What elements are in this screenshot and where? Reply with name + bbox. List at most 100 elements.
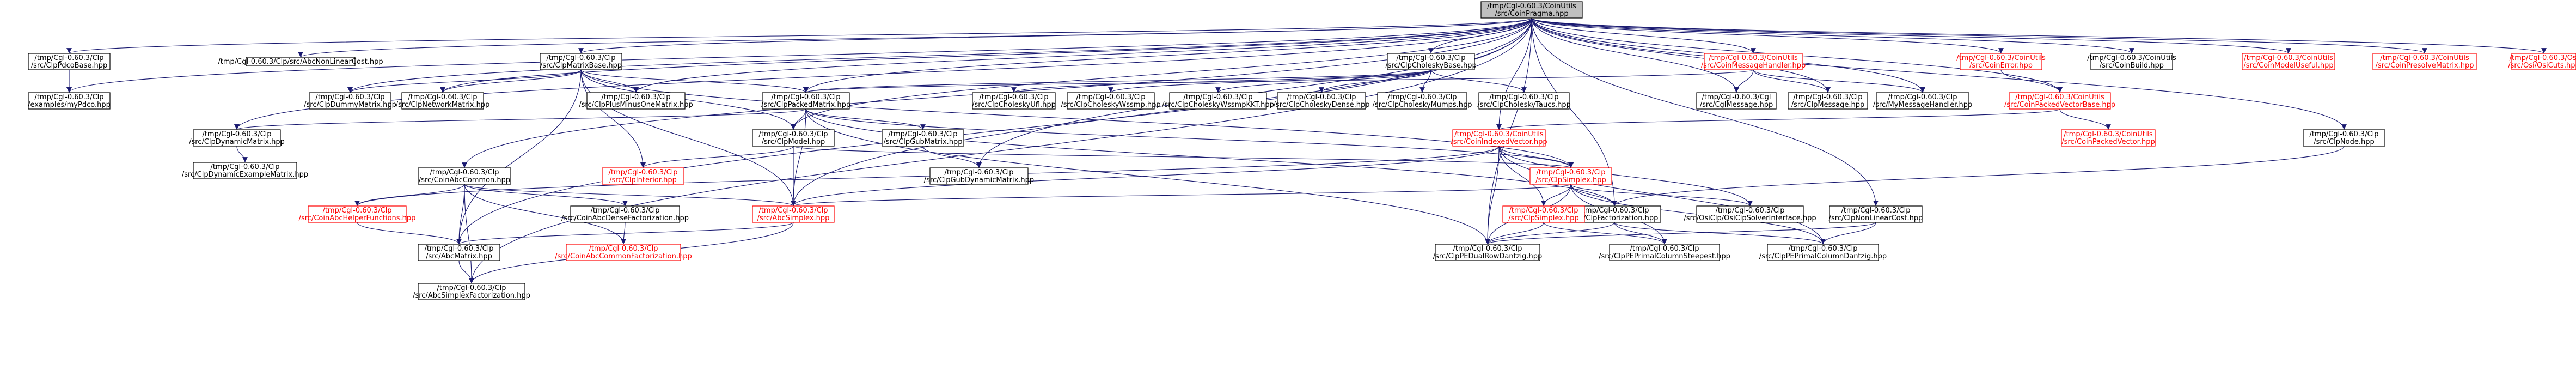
node-label-line: /src/CoinPresolveMatrix.hpp [2375,62,2474,70]
file-node-clpCholWssmp[interactable]: /tmp/Cgl-0.60.3/Clp/src/ClpCholeskyWssmp… [1061,92,1161,110]
file-node-clpDynExample[interactable]: /tmp/Cgl-0.60.3/Clp/src/ClpDynamicExampl… [182,162,308,179]
node-label-line: /tmp/Cgl-0.60.3/Clp [437,284,506,292]
file-node-clpPackedMatrix[interactable]: /tmp/Cgl-0.60.3/Clp/src/ClpPackedMatrix.… [761,92,850,110]
include-edge [1734,69,1754,93]
file-node-coinAbcCommonFact[interactable]: /tmp/Cgl-0.60.3/Clp/src/CoinAbcCommonFac… [555,244,692,261]
file-node-clpMessage[interactable]: /tmp/Cgl-0.60.3/Clp/src/ClpMessage.hpp [1788,92,1868,110]
file-node-clpDynamicMatrix[interactable]: /tmp/Cgl-0.60.3/Clp/src/ClpDynamicMatrix… [189,129,285,147]
node-box [28,53,111,70]
node-label-line: /tmp/Cgl-0.60.3/Clp [1888,93,1957,101]
node-box [540,53,622,70]
node-box [1452,129,1546,147]
file-node-clpGubDynamic[interactable]: /tmp/Cgl-0.60.3/Clp/src/ClpGubDynamicMat… [924,167,1034,185]
node-label-line: /src/CoinIndexedVector.hpp [1451,138,1547,146]
file-node-coinAbcHelper[interactable]: /tmp/Cgl-0.60.3/Clp/src/CoinAbcHelperFun… [299,205,416,223]
file-node-clpSimplex[interactable]: /tmp/Cgl-0.60.3/Clp/src/ClpSimplex.hpp [1529,167,1612,185]
node-box [1960,53,2042,70]
file-node-coinAbcCommon[interactable]: /tmp/Cgl-0.60.3/Clp/src/CoinAbcCommon.hp… [418,167,511,185]
node-label-line: /tmp/Cgl-0.60.3/Clp [2309,130,2378,138]
node-label-line: /src/AbcSimplexFactorization.hpp [413,292,530,300]
file-node-coinPresolveMatrix[interactable]: /tmp/Cgl-0.60.3/CoinUtils/src/CoinPresol… [2372,53,2477,70]
file-node-clpPEPrimalDantzig[interactable]: /tmp/Cgl-0.60.3/Clp/src/ClpPEPrimalColum… [1759,244,1887,261]
file-node-clpSimplexDual[interactable]: /tmp/Cgl-0.60.3/Clp/src/ClpSimplex.hpp [1502,205,1585,223]
file-node-clpNode[interactable]: /tmp/Cgl-0.60.3/Clp/src/ClpNode.hpp [2303,129,2385,147]
file-node-clpNetworkMatrix[interactable]: /tmp/Cgl-0.60.3/Clp/src/ClpNetworkMatrix… [396,92,490,110]
file-node-clpModel[interactable]: /tmp/Cgl-0.60.3/Clp/src/ClpModel.hpp [752,129,835,147]
node-label-line: /src/ClpDynamicMatrix.hpp [189,138,285,146]
file-node-coinModelUseful[interactable]: /tmp/Cgl-0.60.3/CoinUtils/src/CoinModelU… [2242,53,2335,70]
file-node-abcNonLinCost[interactable]: /tmp/Cgl-0.60.3/Clp/src/AbcNonLinearCost… [218,57,383,66]
include-edge [1485,222,1544,245]
file-node-coinMsgHandler[interactable]: /tmp/Cgl-0.60.3/CoinUtils/src/CoinMessag… [1701,53,1806,70]
file-node-cglMessage[interactable]: /tmp/Cgl-0.60.3/Cgl/src/CglMessage.hpp [1696,92,1777,110]
node-label-line: /tmp/Cgl-0.60.3/Clp [1453,245,1522,253]
node-label-line: /tmp/Cgl-0.60.3/CoinUtils [1454,130,1544,138]
node-box [2009,92,2111,110]
file-node-clpNonLinCost[interactable]: /tmp/Cgl-0.60.3/Clp/src/ClpNonLinearCost… [1829,205,1923,223]
include-edge [1753,69,1831,93]
node-label-line: /tmp/Cgl-0.60.3/Clp/src/AbcNonLinearCost… [218,58,383,66]
node-label-line: /tmp/Cgl-0.60.3/Clp [1841,207,1910,215]
file-node-clpPEDual[interactable]: /tmp/Cgl-0.60.3/Clp/src/ClpPEDualRowDant… [1433,244,1542,261]
include-edge [66,17,1532,54]
file-node-osiCuts[interactable]: /tmp/Cgl-0.60.3/Osi/src/Osi/OsiCuts.hpp [2508,53,2576,70]
file-node-osiClpSolver[interactable]: /tmp/Cgl-0.60.3/Clp/src/OsiClp/OsiClpSol… [1684,205,1816,223]
file-node-clpCholMumps[interactable]: /tmp/Cgl-0.60.3/Clp/src/ClpCholeskyMumps… [1372,92,1472,110]
include-edge [464,184,796,207]
file-node-clpCholDense[interactable]: /tmp/Cgl-0.60.3/Clp/src/ClpCholeskyDense… [1274,92,1370,110]
file-node-abcMatrix[interactable]: /tmp/Cgl-0.60.3/Clp/src/AbcMatrix.hpp [418,244,500,261]
file-node-myMsgHandler[interactable]: /tmp/Cgl-0.60.3/Clp/src/MyMessageHandler… [1873,92,1973,110]
include-edge [791,184,1571,207]
node-box [1502,205,1585,223]
include-edge [803,69,1754,93]
node-label-line: /src/OsiClp/OsiClpSolverInterface.hpp [1684,214,1816,222]
node-box [1067,92,1155,110]
include-edge [1570,184,1617,207]
node-box [1788,92,1868,110]
node-label-line: /src/Osi/OsiCuts.hpp [2508,62,2576,70]
node-label-line: /tmp/Cgl-0.60.3/CoinUtils [1709,54,1798,62]
file-node-clpCholBase[interactable]: /tmp/Cgl-0.60.3/Clp/src/ClpCholeskyBase.… [1385,53,1477,70]
include-edge [1319,69,1431,93]
include-edge [234,108,806,130]
file-node-clpCholTaucs[interactable]: /tmp/Cgl-0.60.3/Clp/src/ClpCholeskyTaucs… [1477,92,1571,110]
file-node-coinBuild[interactable]: /tmp/Cgl-0.60.3/CoinUtils/src/CoinBuild.… [2087,53,2176,70]
node-label-line: /src/ClpModel.hpp [762,138,825,146]
include-edge [1485,146,1500,245]
include-edge [354,146,1500,207]
file-node-clpPdco[interactable]: /tmp/Cgl-0.60.3/Clp/src/ClpPdcoBase.hpp [28,53,111,70]
file-node-myPdco[interactable]: /tmp/Cgl-0.60.3/Clp/examples/myPdco.hpp [28,92,111,110]
node-label-line: /tmp/Cgl-0.60.3/Clp [944,168,1013,177]
node-label-line: /src/ClpPEPrimalColumnSteepest.hpp [1599,252,1730,261]
node-label-line: /src/ClpNode.hpp [2314,138,2374,146]
file-node-clpPlusMinus[interactable]: /tmp/Cgl-0.60.3/Clp/src/ClpPlusMinusOneM… [579,92,693,110]
node-label-line: /tmp/Cgl-0.60.3/Clp [1387,93,1457,101]
node-box [418,244,500,261]
file-node-coinError[interactable]: /tmp/Cgl-0.60.3/CoinUtils/src/CoinError.… [1956,53,2046,70]
file-node-clpInterior[interactable]: /tmp/Cgl-0.60.3/Clp/src/ClpInterior.hpp [602,167,684,185]
node-label-line: /examples/myPdco.hpp [28,101,111,109]
node-label-line: /src/CoinPragma.hpp [1495,10,1568,18]
file-node-clpCholWssmpKKT[interactable]: /tmp/Cgl-0.60.3/Clp/src/ClpCholeskyWssmp… [1162,92,1274,110]
node-box [193,129,281,147]
node-label-line: /tmp/Cgl-0.60.3/Clp [888,130,957,138]
file-node-clpSubMatrix[interactable]: /tmp/Cgl-0.60.3/Clp/src/ClpGubMatrix.hpp [882,129,964,147]
file-node-coinPackedVecBase[interactable]: /tmp/Cgl-0.60.3/CoinUtils/src/CoinPacked… [2004,92,2115,110]
node-label-line: /tmp/Cgl-0.60.3/Clp [1287,93,1356,101]
file-node-clpCholUfl[interactable]: /tmp/Cgl-0.60.3/Clp/src/ClpCholeskyUfl.h… [972,92,1056,110]
node-label-line: /tmp/Cgl-0.60.3/Clp [34,93,103,101]
file-node-clpMatrixBase[interactable]: /tmp/Cgl-0.60.3/Clp/src/ClpMatrixBase.hp… [540,53,622,70]
node-label-line: /src/ClpMatrixBase.hpp [540,62,622,70]
file-node-clpDummyMatrix[interactable]: /tmp/Cgl-0.60.3/Clp/src/ClpDummyMatrix.h… [304,92,396,110]
node-box [1480,1,1583,19]
file-node-coinAbcDenseFact[interactable]: /tmp/Cgl-0.60.3/Clp/src/CoinAbcDenseFact… [561,205,689,223]
node-label-line: /src/CoinPackedVectorBase.hpp [2004,101,2115,109]
node-label-line: /tmp/Cgl-0.60.3/CoinUtils [2064,130,2153,138]
file-node-coinIndexedVector[interactable]: /tmp/Cgl-0.60.3/CoinUtils/src/CoinIndexe… [1451,129,1547,147]
file-node-clpPEPrimalSteep[interactable]: /tmp/Cgl-0.60.3/Clp/src/ClpPEPrimalColum… [1599,244,1730,261]
file-node-coinPackedVector[interactable]: /tmp/Cgl-0.60.3/CoinUtils/src/CoinPacked… [2061,129,2156,147]
node-label-line: /src/ClpSimplex.hpp [1508,214,1578,222]
node-label-line: /src/ClpFactorization.hpp [1571,214,1659,222]
file-node-abcSimplexFact[interactable]: /tmp/Cgl-0.60.3/Clp/src/AbcSimplexFactor… [413,283,530,300]
file-node-abcSimplex[interactable]: /tmp/Cgl-0.60.3/Clp/src/AbcSimplex.hpp [752,205,835,223]
